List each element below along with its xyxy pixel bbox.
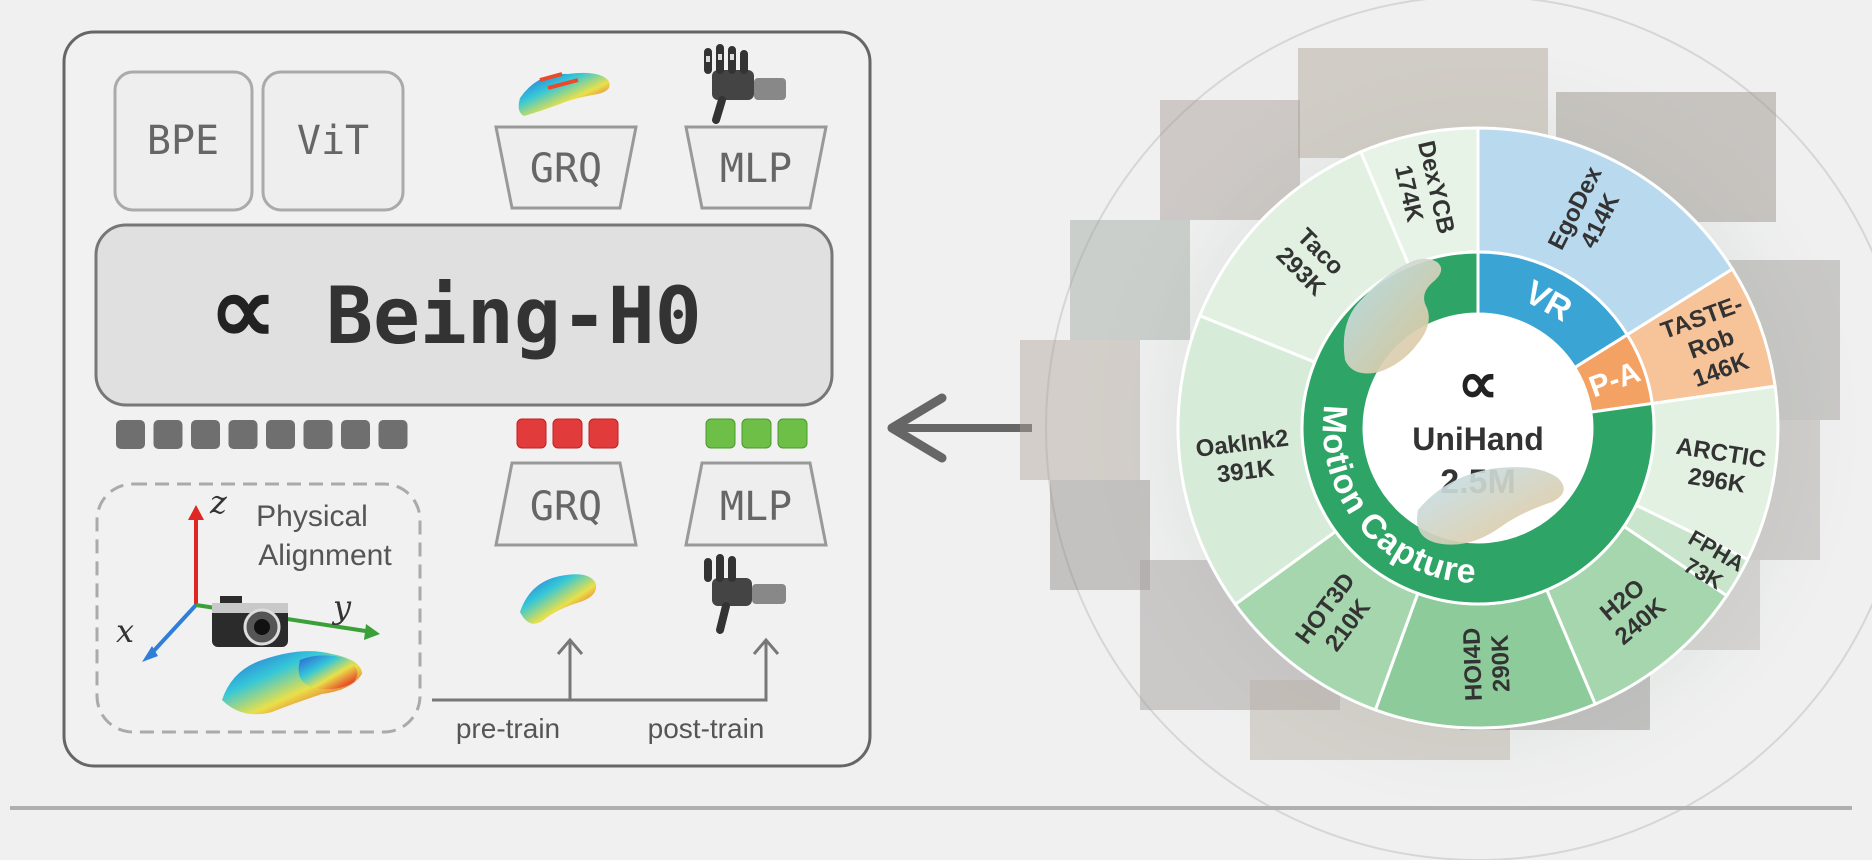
y-axis-label: y (331, 588, 352, 626)
mlp-top-label: MLP (720, 146, 792, 192)
token-rows (116, 418, 808, 449)
dataset-count: 290K (1487, 634, 1516, 693)
red-token (552, 418, 583, 449)
gray-token (341, 420, 370, 449)
physical-alignment-line2: Alignment (258, 539, 392, 572)
mano-hand-icon (518, 72, 610, 116)
mlp-top-trapezoid (684, 125, 828, 210)
vit-box (261, 70, 405, 212)
bpe-box (113, 70, 254, 212)
pre-train-label: pre-train (456, 713, 560, 744)
unihand-title: UniHand (1412, 421, 1544, 457)
mocap-hand-icon (1417, 467, 1564, 545)
grq-top-label: GRQ (530, 146, 602, 192)
green-token (705, 418, 736, 449)
camera-icon (212, 596, 288, 647)
gray-token (303, 420, 333, 449)
grq-top-trapezoid (494, 125, 638, 210)
vit-label: ViT (297, 118, 369, 164)
being-h0-title: Being-H0 (326, 272, 702, 362)
gray-token (116, 420, 145, 449)
aligned-hands-icon (222, 651, 362, 715)
green-token (741, 418, 772, 449)
post-train-label: post-train (648, 713, 765, 744)
x-axis-label: x (116, 612, 134, 650)
unihand-logo-icon: ∝ (1457, 351, 1498, 416)
red-token (516, 418, 547, 449)
gray-token (153, 420, 183, 449)
physical-alignment-line1: Physical (256, 500, 368, 533)
physical-alignment-box (95, 482, 422, 734)
being-h0-model-box (94, 223, 834, 407)
gray-token (228, 420, 258, 449)
data-flow-arrow (887, 393, 1032, 463)
training-flow-line (432, 640, 768, 702)
green-token (777, 418, 808, 449)
grq-bottom-trapezoid (494, 461, 638, 547)
vr-hand-icon (1343, 258, 1442, 374)
mano-hand-bottom-icon (520, 574, 597, 624)
mlp-bottom-trapezoid (684, 461, 828, 547)
gray-token (378, 420, 408, 449)
robot-hand-icon (704, 44, 786, 124)
z-axis-label: z (209, 483, 228, 521)
gray-token (266, 420, 295, 449)
grq-bottom-label: GRQ (530, 484, 602, 530)
bpe-label: BPE (147, 118, 219, 164)
being-h0-logo-icon: ∝ (209, 257, 278, 364)
red-token (588, 418, 619, 449)
mlp-bottom-label: MLP (720, 484, 792, 530)
x-axis (148, 603, 198, 657)
robot-hand-bottom-icon (704, 554, 786, 634)
dataset-name: HOI4D (1458, 627, 1488, 701)
gray-token (191, 420, 220, 449)
